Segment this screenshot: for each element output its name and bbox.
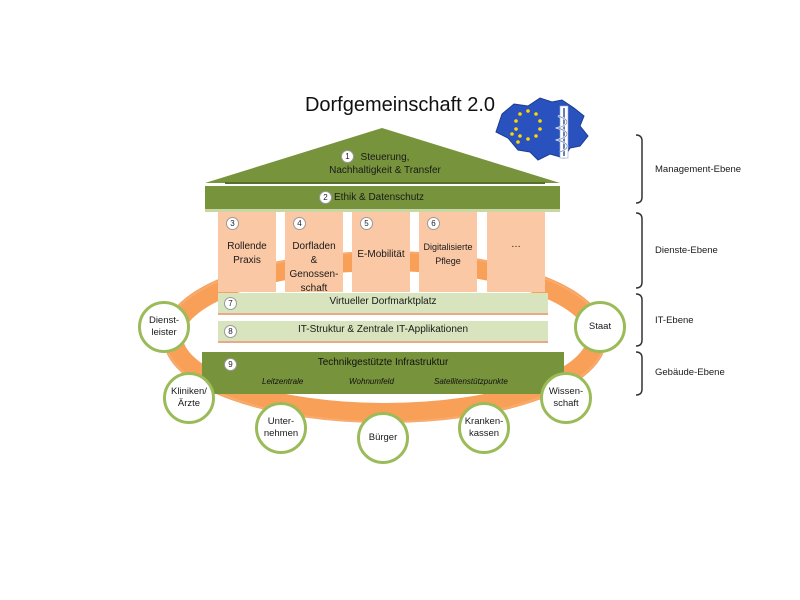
roof-item-1-line2: Nachhaltigkeit & Transfer xyxy=(329,165,441,176)
stakeholder-krankenkassen: Kranken-kassen xyxy=(458,402,510,454)
pillar-dorfladen: 4 Dorfladen & Genossen- schaft xyxy=(285,212,343,294)
stakeholder-line: Ärzte xyxy=(177,398,201,409)
stakeholder-line: Staat xyxy=(588,321,612,332)
roof-item-2-label: Ethik & Datenschutz xyxy=(334,192,425,203)
pillar-line: Dorfladen xyxy=(292,241,336,252)
bracket-gebaeude xyxy=(635,351,643,396)
pillar-line: … xyxy=(511,239,521,250)
pillar-line: Rollende xyxy=(227,241,267,252)
pillar-number: 4 xyxy=(293,217,306,230)
stakeholder-line: Bürger xyxy=(368,432,398,443)
pillar-number: 5 xyxy=(360,217,373,230)
level-it: IT-Ebene xyxy=(655,315,694,326)
stakeholder-line: Unter- xyxy=(267,416,295,427)
foundation-infrastruktur: 9 Technikgestützte Infrastruktur Leitzen… xyxy=(202,352,564,394)
eu-stars-icon xyxy=(510,109,542,144)
pillar-line: schaft xyxy=(300,283,328,294)
pillar-label: E-Mobilität xyxy=(354,248,408,262)
pillar-number: 3 xyxy=(226,217,239,230)
caduceus-icon xyxy=(554,105,569,159)
pillar-more: … xyxy=(487,212,545,292)
bracket-dienste xyxy=(635,212,643,289)
stakeholder-unternehmen: Unter-nehmen xyxy=(255,402,307,454)
stakeholder-line: kassen xyxy=(468,428,500,439)
pillar-label: Rollende Praxis xyxy=(220,240,274,268)
roof-item-2-number: 2 xyxy=(319,191,332,204)
band-label: Virtueller Dorfmarktplatz xyxy=(329,296,437,307)
foundation-sub-satelliten: Satellitenstützpunkte xyxy=(434,377,508,386)
foundation-sub-wohnumfeld: Wohnumfeld xyxy=(349,377,394,386)
pillar-label: Dorfladen & Genossen- schaft xyxy=(287,240,341,296)
pillar-e-mobilitaet: 5 E-Mobilität xyxy=(352,212,410,292)
stakeholder-staat: Staat xyxy=(574,301,626,353)
level-gebaeude: Gebäude-Ebene xyxy=(655,367,725,378)
pillar-number: 6 xyxy=(427,217,440,230)
foundation-label: Technikgestützte Infrastruktur xyxy=(317,357,449,368)
roof-item-1-number: 1 xyxy=(341,150,354,163)
stakeholder-kliniken: Kliniken/Ärzte xyxy=(163,372,215,424)
band-number: 7 xyxy=(224,297,237,310)
pillar-label: … xyxy=(489,238,543,252)
stakeholder-line: leister xyxy=(151,327,177,338)
band-it-struktur: 8 IT-Struktur & Zentrale IT-Applikatione… xyxy=(218,321,548,341)
foundation-number: 9 xyxy=(224,358,237,371)
pillar-label: Digitalisierte Pflege xyxy=(421,240,475,268)
pillar-line: E-Mobilität xyxy=(357,249,405,260)
stakeholder-line: Wissen- xyxy=(548,386,584,397)
stakeholder-wissenschaft: Wissen-schaft xyxy=(540,372,592,424)
region-map-logo xyxy=(495,97,589,161)
stakeholder-buerger: Bürger xyxy=(357,412,409,464)
stakeholder-line: Kliniken/ xyxy=(171,386,207,397)
pillar-line: Genossen- xyxy=(289,269,339,280)
foundation-sub-leitzentrale: Leitzentrale xyxy=(262,377,304,386)
stakeholder-dienstleister: Dienst-leister xyxy=(138,301,190,353)
stakeholder-line: Dienst- xyxy=(148,315,180,326)
diagram-title: Dorfgemeinschaft 2.0 xyxy=(304,94,496,116)
stakeholder-line: nehmen xyxy=(263,428,299,439)
band-dorfmarktplatz: 7 Virtueller Dorfmarktplatz xyxy=(218,293,548,313)
roof-item-1-label: Steuerung, Nachhaltigkeit & Transfer xyxy=(290,151,480,177)
pillar-line: & xyxy=(310,255,318,266)
band-number: 8 xyxy=(224,325,237,338)
stakeholder-line: schaft xyxy=(553,398,579,409)
band-label: IT-Struktur & Zentrale IT-Applikationen xyxy=(297,324,469,335)
level-management: Management-Ebene xyxy=(655,164,742,175)
pillar-rollende-praxis: 3 Rollende Praxis xyxy=(218,212,276,292)
roof-item-1-line1: Steuerung, xyxy=(360,152,410,163)
pillar-digitalisierte-pflege: 6 Digitalisierte Pflege xyxy=(419,212,477,292)
stakeholder-line: Kranken- xyxy=(464,416,504,427)
pillar-line: Praxis xyxy=(233,255,261,266)
level-dienste: Dienste-Ebene xyxy=(655,245,718,256)
bracket-management xyxy=(635,134,643,204)
bracket-it xyxy=(635,293,643,347)
pillar-line: Digitalisierte xyxy=(423,242,473,252)
pillar-line: Pflege xyxy=(435,256,461,266)
